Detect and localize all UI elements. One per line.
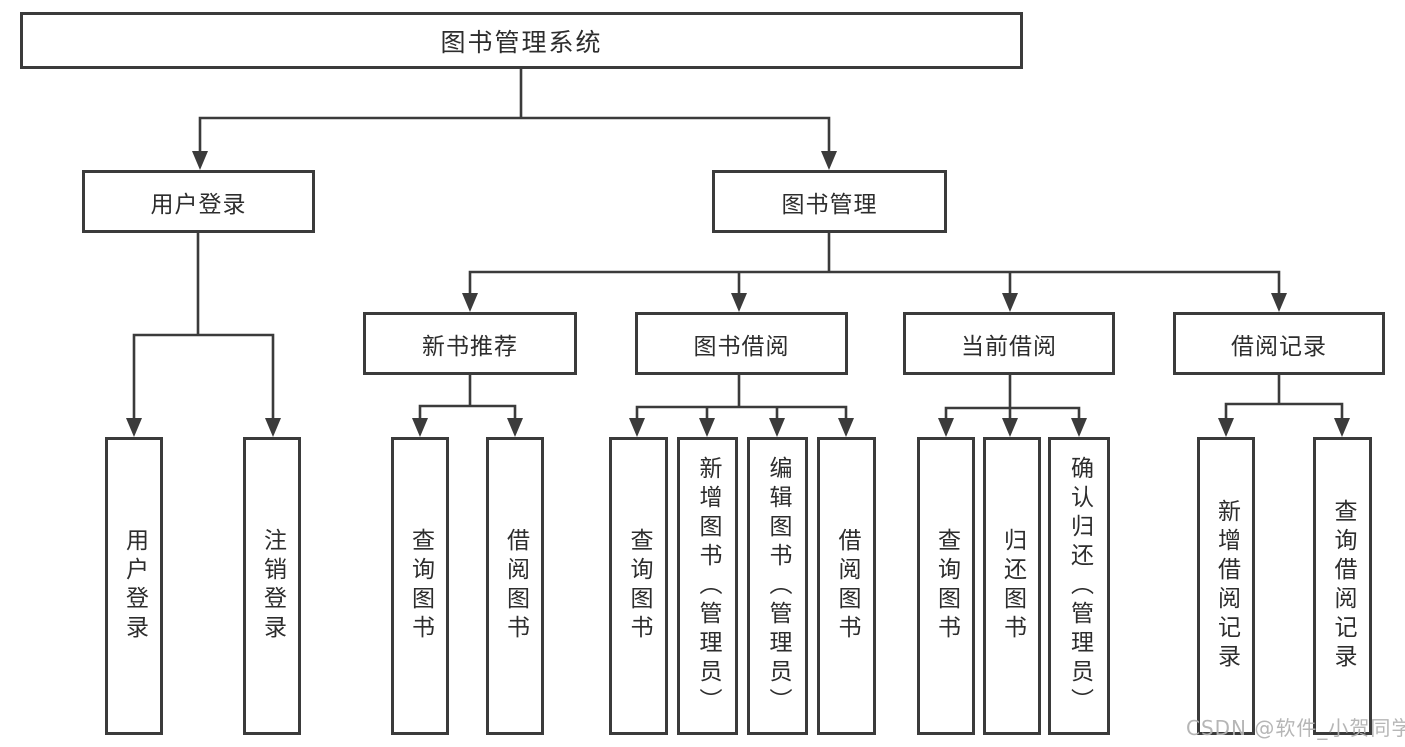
leaf-return-books: 归还图书 — [983, 437, 1041, 735]
node-label: 新增图书（管理员） — [695, 455, 721, 717]
arrow-down-icon — [821, 151, 837, 170]
arrow-down-icon — [265, 418, 281, 437]
node-label: 查询图书 — [626, 528, 652, 644]
arrow-down-icon — [1271, 293, 1287, 312]
leaf-query-books-1: 查询图书 — [391, 437, 449, 735]
node-label: 查询图书 — [933, 528, 960, 644]
node-label: 借阅图书 — [502, 528, 529, 644]
node-label: 编辑图书（管理员） — [765, 455, 791, 717]
arrow-down-icon — [731, 293, 747, 312]
node-label: 用户登录 — [121, 528, 148, 644]
arrow-down-icon — [507, 418, 523, 437]
node-label: 归还图书 — [999, 528, 1026, 644]
leaf-query-books-3: 查询图书 — [917, 437, 975, 735]
leaf-query-books-2: 查询图书 — [609, 437, 668, 735]
leaf-add-books-admin: 新增图书（管理员） — [677, 437, 738, 735]
node-label: 确认归还（管理员） — [1066, 455, 1093, 717]
node-label: 新增借阅记录 — [1213, 499, 1240, 673]
connector-currentborrow-to-leaves — [944, 373, 1081, 423]
node-label: 图书管理 — [781, 191, 878, 218]
node-root-system: 图书管理系统 — [20, 12, 1023, 69]
arrow-down-icon — [629, 418, 645, 437]
node-current-borrowing: 当前借阅 — [903, 312, 1115, 375]
leaf-query-borrow-record: 查询借阅记录 — [1313, 437, 1372, 735]
node-label: 借阅图书 — [834, 528, 860, 644]
node-book-management: 图书管理 — [712, 170, 947, 233]
arrow-down-icon — [1218, 418, 1234, 437]
connector-newbookrec-to-leaves — [418, 373, 517, 423]
node-label: 图书借阅 — [693, 333, 790, 360]
leaf-borrow-books-1: 借阅图书 — [486, 437, 544, 735]
arrow-down-icon — [462, 293, 478, 312]
leaf-user-login: 用户登录 — [105, 437, 163, 735]
connector-userlogin-to-leaves — [132, 231, 275, 423]
arrow-down-icon — [769, 418, 785, 437]
leaf-edit-books-admin: 编辑图书（管理员） — [747, 437, 808, 735]
node-label: 新书推荐 — [422, 333, 518, 360]
connector-bookborrow-to-leaves — [635, 373, 848, 423]
leaf-borrow-books-2: 借阅图书 — [817, 437, 876, 735]
arrow-down-icon — [412, 418, 428, 437]
connector-root-to-level2 — [198, 67, 831, 154]
node-label: 用户登录 — [150, 191, 247, 218]
node-book-borrowing: 图书借阅 — [635, 312, 848, 375]
node-label: 借阅记录 — [1231, 333, 1327, 360]
node-label: 图书管理系统 — [440, 27, 603, 57]
node-user-login: 用户登录 — [82, 170, 315, 233]
arrow-down-icon — [1334, 418, 1350, 437]
arrow-down-icon — [192, 151, 208, 170]
arrow-down-icon — [126, 418, 142, 437]
arrow-down-icon — [1002, 418, 1018, 437]
leaf-confirm-return-admin: 确认归还（管理员） — [1048, 437, 1110, 735]
arrow-down-icon — [838, 418, 854, 437]
leaf-logout: 注销登录 — [243, 437, 301, 735]
connector-bookmgmt-to-level3 — [468, 231, 1281, 298]
arrow-down-icon — [1002, 293, 1018, 312]
node-borrowing-records: 借阅记录 — [1173, 312, 1385, 375]
connector-borrowrecords-to-leaves — [1224, 373, 1344, 423]
node-label: 查询图书 — [407, 528, 434, 644]
node-new-book-recommend: 新书推荐 — [363, 312, 577, 375]
arrow-down-icon — [1071, 418, 1087, 437]
csdn-watermark: CSDN @软件_小贺同学 — [1186, 716, 1405, 740]
node-label: 查询借阅记录 — [1330, 499, 1356, 673]
arrow-down-icon — [699, 418, 715, 437]
node-label: 当前借阅 — [961, 333, 1057, 360]
arrow-down-icon — [938, 418, 954, 437]
node-label: 注销登录 — [259, 528, 286, 644]
leaf-add-borrow-record: 新增借阅记录 — [1197, 437, 1255, 735]
